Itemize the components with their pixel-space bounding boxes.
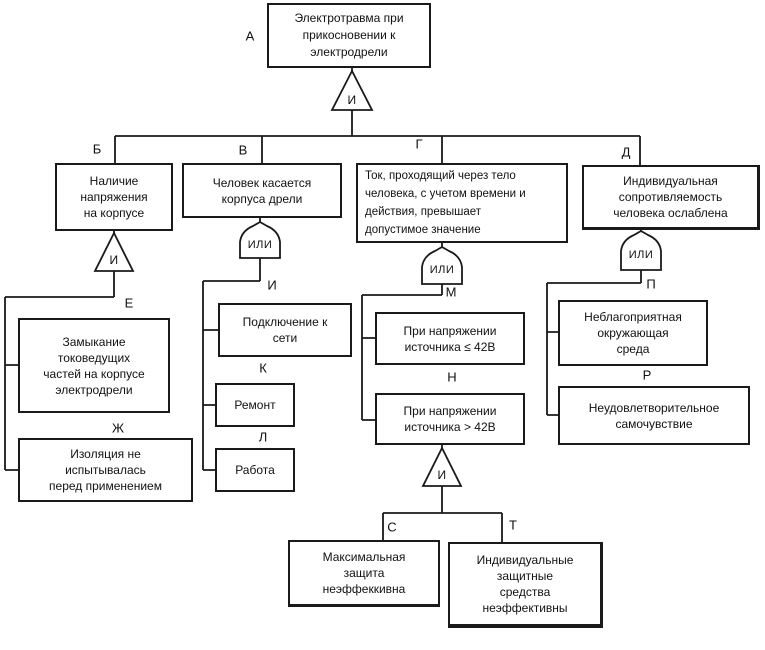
node-v-text: Человек касается корпуса дрели [212,175,312,206]
node-g-text: Ток, проходящий через тело человека, с у… [365,170,526,236]
letter-i: И [267,277,277,293]
node-p-text: Неблагоприятная окружающая среда [584,310,682,356]
node-i-box: Подключение к сети [218,303,352,357]
letter-n: Н [447,369,457,385]
letter-b: Б [92,141,102,157]
node-t-box: Индивидуальные защитные средства неэффек… [448,542,603,628]
letter-l: Л [258,429,268,445]
connector-top [114,68,641,166]
node-zh-box: Изоляция не испытывалась перед применени… [18,438,193,502]
node-r-box: Неудовлетворительное самочувствие [558,386,750,445]
or-gate-d [620,229,662,271]
letter-t: Т [509,517,517,533]
node-l-text: Работа [235,463,275,477]
node-a-box: Электротравма при прикосновении к электр… [267,3,431,68]
letter-r: Р [642,367,652,383]
and-gate-b-label: И [109,253,119,267]
letter-a: А [245,28,255,44]
letter-s: С [387,519,397,535]
node-i-text: Подключение к сети [242,315,328,345]
letter-e: Е [124,295,134,311]
node-k-text: Ремонт [234,398,276,412]
node-g-box: Ток, проходящий через тело человека, с у… [356,163,568,243]
and-gate-top [330,69,374,111]
node-k-box: Ремонт [215,383,295,427]
node-n-text: При напряжении источника > 42В [403,404,497,434]
node-v-box: Человек касается корпуса дрели [182,163,342,218]
node-e-box: Замыкание токоведущих частей на корпусе … [18,318,170,413]
or-gate-g-label: ИЛИ [429,264,455,276]
node-m-text: При напряжении источника ≤ 42В [403,323,497,354]
node-zh-text: Изоляция не испытывалась перед применени… [49,447,162,493]
node-t-text: Индивидуальные защитные средства неэффек… [476,553,574,615]
connector-branch-v [202,218,261,471]
and-gate-n-label: И [437,468,447,482]
letter-zh: Ж [111,420,125,436]
node-s-text: Максимальная защита неэффеккивна [322,550,406,596]
letter-m: М [445,284,457,300]
letter-g: Г [415,136,423,152]
letter-v: В [238,142,248,158]
node-n-box: При напряжении источника > 42В [375,393,525,445]
letter-p: П [646,276,656,292]
or-gate-d-label: ИЛИ [628,249,654,261]
and-gate-n [421,445,463,487]
letter-k: К [259,360,267,376]
or-gate-v-label: ИЛИ [247,239,273,251]
node-d-box: Индивидуальная сопротивляемость человека… [582,165,760,230]
node-l-box: Работа [215,448,295,492]
or-gate-g [421,245,463,285]
node-p-box: Неблагоприятная окружающая среда [558,300,708,366]
node-m-box: При напряжении источника ≤ 42В [375,312,525,365]
node-d-text: Индивидуальная сопротивляемость человека… [613,174,728,220]
node-b-text: Наличие напряжения на корпусе [80,174,148,220]
connector-branch-g [361,243,443,421]
and-gate-b [93,230,135,272]
node-s-box: Максимальная защита неэффеккивна [288,540,440,607]
and-gate-top-label: И [347,93,357,107]
node-b-box: Наличие напряжения на корпусе [55,163,173,231]
node-e-text: Замыкание токоведущих частей на корпусе … [43,334,145,397]
or-gate-v [239,220,281,259]
letter-d: Д [621,144,631,160]
node-a-text: Электротравма при прикосновении к электр… [294,11,404,59]
node-r-text: Неудовлетворительное самочувствие [588,400,720,431]
